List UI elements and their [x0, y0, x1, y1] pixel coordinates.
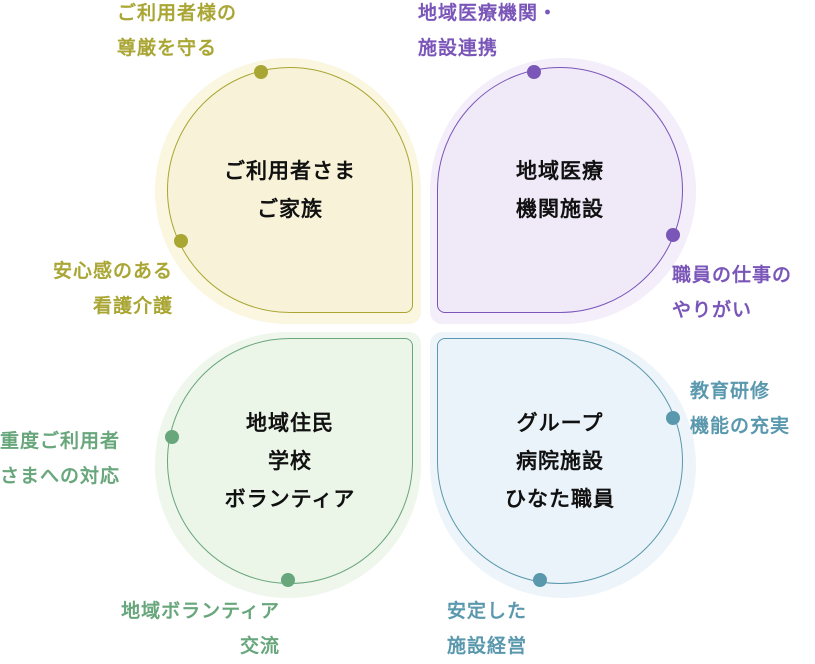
medical-petal: 地域医療機関施設 — [437, 67, 683, 313]
petal-line: グループ — [516, 411, 604, 435]
marker-dot — [165, 430, 179, 444]
petal-line: 病院施設 — [516, 449, 604, 473]
petal-line: ご利用者さま — [224, 159, 356, 183]
label-management: 安定した施設経営 — [447, 600, 528, 657]
petal-line: 地域医療 — [516, 159, 604, 183]
petal-line: ひなた職員 — [505, 487, 615, 511]
petal-line: 機関施設 — [516, 197, 604, 221]
marker-dot — [174, 234, 188, 248]
marker-dot — [666, 411, 680, 425]
community-petal: 地域住民学校ボランティア — [167, 338, 413, 584]
label-volunteer: 地域ボランティア交流 — [121, 600, 280, 657]
label-cooperation: 地域医療機関・施設連携 — [418, 2, 559, 59]
petal-line: 地域住民 — [246, 411, 334, 435]
label-dignity: ご利用者様の尊厳を守る — [117, 2, 238, 59]
marker-dot — [281, 573, 295, 587]
group-petal: グループ病院施設ひなた職員 — [437, 338, 683, 584]
label-training: 教育研修機能の充実 — [690, 380, 791, 437]
marker-dot — [527, 65, 541, 79]
family-petal: ご利用者さまご家族 — [167, 67, 413, 313]
marker-dot — [533, 573, 547, 587]
petal-line: ボランティア — [224, 487, 356, 511]
petal-line: 学校 — [268, 449, 312, 473]
marker-dot — [254, 65, 268, 79]
label-rewarding: 職員の仕事のやりがい — [672, 264, 793, 321]
marker-dot — [666, 228, 680, 242]
petal-line: ご家族 — [257, 197, 323, 221]
label-severe: 重度ご利用者さまへの対応 — [0, 430, 121, 487]
label-nursing: 安心感のある看護介護 — [52, 260, 173, 317]
